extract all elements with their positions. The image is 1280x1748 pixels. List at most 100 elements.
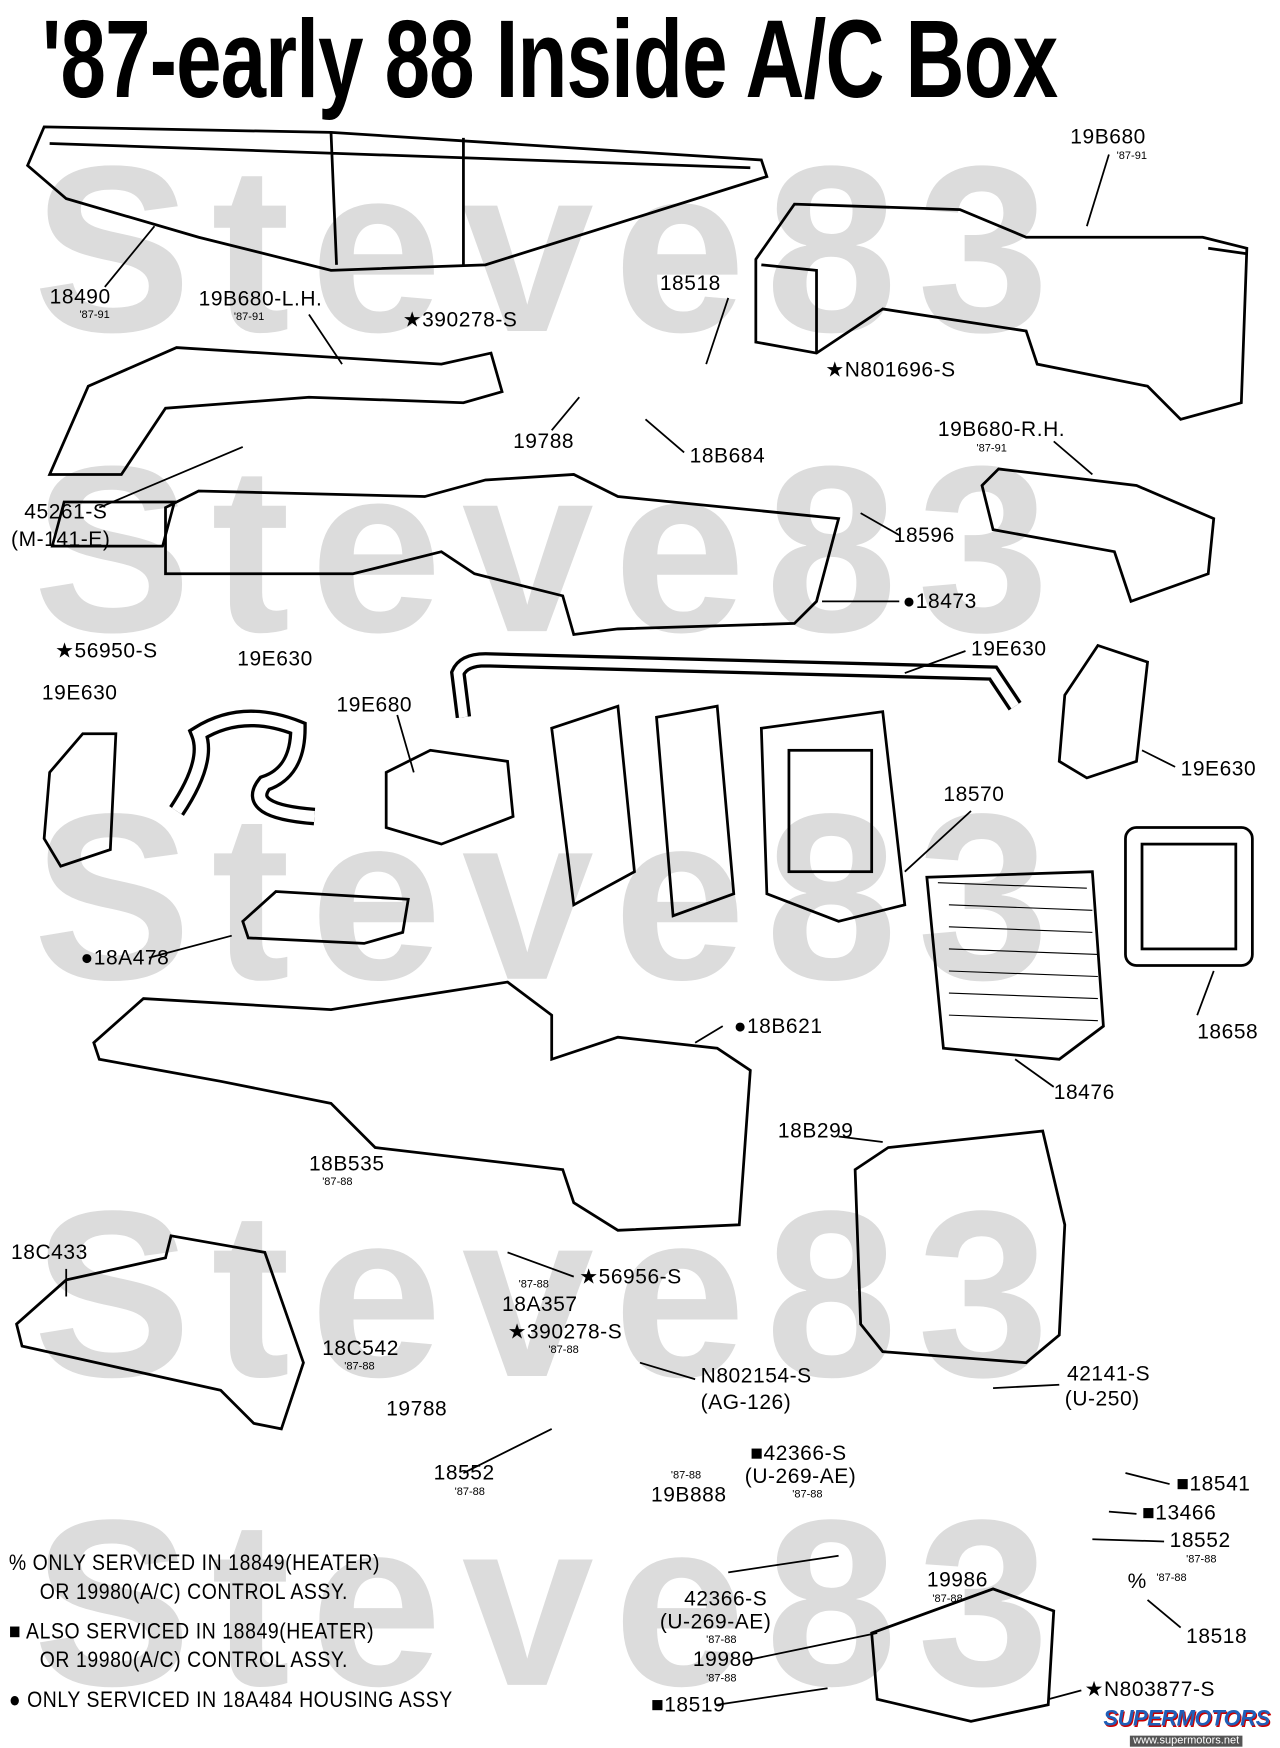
- callout-13466: ■13466: [1142, 1501, 1217, 1525]
- callout-45261-s: 45261-S: [24, 500, 108, 525]
- callout-18658: 18658: [1197, 1020, 1259, 1044]
- callout-19788: 19788: [386, 1398, 448, 1422]
- footnote-percent-cont: OR 19980(A/C) CONTROL ASSY.: [39, 1580, 348, 1605]
- part-18B621-housing: [92, 980, 752, 1232]
- callout-18B535: 18B535: [308, 1153, 385, 1177]
- callout-18518: 18518: [1186, 1625, 1248, 1649]
- logo-url: www.supermotors.net: [1129, 1735, 1243, 1747]
- callout-years: '87-88: [518, 1278, 549, 1291]
- callout-42366-s-code: (U-269-AE): [744, 1465, 857, 1489]
- callout-42141-s-code: (U-250): [1064, 1388, 1140, 1412]
- part-19E630-outlet-left: [42, 732, 118, 868]
- callout-18C542: 18C542: [322, 1337, 399, 1361]
- callout-years: '87-88: [344, 1360, 375, 1373]
- callout-19788: 19788: [513, 430, 575, 454]
- callout-19E630: 19E630: [41, 681, 118, 706]
- callout-42366-s-code: (U-269-AE): [659, 1610, 772, 1635]
- callout-18552: 18552: [433, 1462, 495, 1486]
- callout-19E630: 19E630: [970, 637, 1047, 661]
- callout-N802154-s-code: (AG-126): [700, 1391, 792, 1415]
- footnote-square: ■ ALSO SERVICED IN 18849(HEATER): [8, 1619, 375, 1645]
- part-19E630-outlet-right: [1057, 643, 1150, 780]
- callout-18A478: ●18A478: [80, 946, 170, 970]
- callout-years: '87-88: [322, 1176, 353, 1189]
- callout-18490: 18490: [49, 285, 111, 309]
- callout-18B684: 18B684: [689, 444, 766, 468]
- watermark: Steve83: [33, 1160, 1070, 1427]
- callout-years: '87-88: [932, 1593, 963, 1606]
- callout-18541: ■18541: [1176, 1473, 1251, 1497]
- callout-390278-s: ★390278-S: [402, 308, 518, 333]
- part-18570-seal: [759, 710, 907, 923]
- callout-18476: 18476: [1053, 1081, 1115, 1105]
- callout-18596: 18596: [893, 524, 955, 548]
- callout-18519: ■18519: [651, 1693, 726, 1717]
- part-door-2: [655, 704, 736, 918]
- callout-19B680-rh: 19B680-R.H.: [937, 418, 1066, 442]
- callout-18473: ●18473: [902, 590, 977, 614]
- callout-19E630: 19E630: [237, 647, 313, 671]
- footnote-square-cont: OR 19980(A/C) CONTROL ASSY.: [39, 1648, 348, 1673]
- callout-years: '87-88: [706, 1634, 737, 1647]
- callout-45261-s-code: (M-141-E): [11, 528, 111, 552]
- footnote-percent: % ONLY SERVICED IN 18849(HEATER): [8, 1551, 381, 1576]
- callout-years: '87-88: [792, 1488, 823, 1501]
- part-18C433-duct: [15, 1234, 305, 1431]
- callout-19E680: 19E680: [336, 694, 413, 718]
- part-18473-housing: [164, 473, 841, 636]
- footnote-dot: ● ONLY SERVICED IN 18A484 HOUSING ASSY: [8, 1688, 453, 1713]
- callout-years: '87-88: [548, 1343, 579, 1357]
- callout-19B680: 19B680: [1070, 125, 1146, 149]
- page-title: '87-early 88 Inside A/C Box: [41, 0, 1058, 122]
- callout-percent: %: [1127, 1570, 1147, 1594]
- callout-years: '87-91: [1116, 150, 1147, 163]
- part-19B680-lh-duct: [47, 346, 504, 476]
- callout-18A357: 18A357: [502, 1293, 578, 1317]
- watermark: Steve83: [33, 1469, 1070, 1736]
- callout-19B680-lh: 19B680-L.H.: [198, 287, 323, 312]
- logo-brand: SUPERMOTORS: [1103, 1706, 1270, 1732]
- callout-42366-s: ■42366-S: [750, 1442, 847, 1466]
- callout-years: '87-88: [454, 1486, 485, 1499]
- callout-N801696-s: ★N801696-S: [825, 358, 956, 382]
- callout-18B621: ●18B621: [733, 1015, 823, 1039]
- callout-42141-s: 42141-S: [1066, 1362, 1151, 1386]
- callout-years: '87-88: [706, 1672, 737, 1685]
- part-19B680-duct: [754, 202, 1249, 421]
- callout-56956-s: ★56956-S: [579, 1265, 682, 1289]
- callout-18518: 18518: [659, 272, 721, 296]
- callout-56950-s: ★56950-S: [55, 639, 158, 664]
- part-19B680-rh-duct: [980, 467, 1216, 604]
- part-18B299-case: [853, 1129, 1067, 1365]
- part-19980-control: [870, 1587, 1056, 1723]
- callout-42366-s: 42366-S: [684, 1587, 768, 1611]
- callout-years: '87-91: [233, 311, 265, 324]
- part-18476-heater-core: [925, 870, 1105, 1061]
- callout-18B299: 18B299: [777, 1119, 854, 1144]
- callout-18570: 18570: [943, 783, 1005, 807]
- part-19E680-box: [384, 748, 515, 846]
- part-18A478: [241, 890, 410, 945]
- callout-18552: 18552: [1169, 1529, 1231, 1553]
- callout-18C433: 18C433: [11, 1241, 88, 1265]
- part-18490-cover: [25, 125, 769, 272]
- callout-N802154-s: N802154-S: [700, 1364, 812, 1389]
- part-door-1: [550, 704, 636, 907]
- callout-390278-s: ★390278-S: [507, 1320, 623, 1344]
- callout-years: '87-88: [1156, 1572, 1187, 1585]
- callout-years: '87-91: [79, 308, 110, 322]
- supermotors-logo: SUPERMOTORS www.supermotors.net: [1103, 1706, 1270, 1748]
- callout-19986: 19986: [926, 1569, 988, 1593]
- callout-19980: 19980: [692, 1648, 755, 1672]
- callout-years: '87-88: [1186, 1553, 1217, 1566]
- callout-19E630: 19E630: [1180, 758, 1257, 782]
- watermark: Steve83: [33, 415, 1070, 682]
- callout-19B888: 19B888: [651, 1484, 727, 1508]
- callout-years: '87-88: [670, 1469, 702, 1482]
- part-18658-seal: [1124, 826, 1254, 967]
- callout-N803877-s: ★N803877-S: [1084, 1678, 1216, 1702]
- callout-years: '87-91: [976, 442, 1007, 455]
- watermark: Steve83: [33, 763, 1070, 1030]
